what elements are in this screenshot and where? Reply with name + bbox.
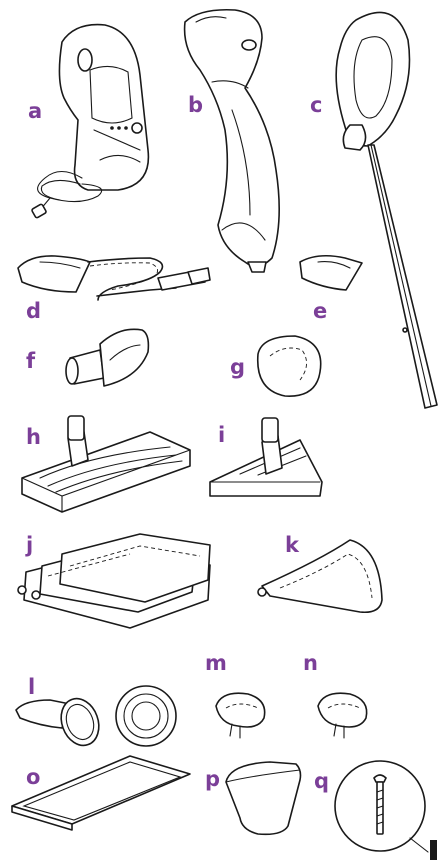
label-q: q: [314, 769, 329, 793]
label-f: f: [26, 349, 36, 373]
label-i: i: [218, 423, 225, 447]
part-b-handheld-grip: [185, 10, 280, 272]
label-k: k: [285, 533, 300, 557]
part-l-brush-attachments: [16, 686, 176, 751]
part-h-rectangle-mop-head: [22, 416, 190, 512]
label-n: n: [303, 651, 318, 675]
label-d: d: [26, 299, 41, 323]
part-e-small-nozzle: [300, 256, 362, 290]
label-a: a: [28, 99, 42, 123]
label-c: c: [310, 93, 322, 117]
part-i-triangle-mop-head: [210, 418, 322, 496]
part-m-bonnet: [216, 693, 265, 738]
part-c-extension-wand: [336, 12, 437, 408]
part-a-steam-unit: [31, 25, 148, 219]
label-g: g: [230, 355, 245, 379]
label-p: p: [205, 767, 220, 791]
label-j: j: [25, 533, 33, 557]
part-d-flexible-hose: [18, 256, 210, 300]
part-q-screw: [335, 761, 437, 860]
label-l: l: [28, 675, 35, 699]
part-f-triangle-attachment: [66, 329, 148, 386]
label-o: o: [26, 765, 40, 789]
part-k-triangle-pad: [258, 540, 382, 612]
part-j-rectangle-pads: [18, 534, 210, 628]
label-m: m: [205, 651, 227, 675]
part-p-measuring-cup: [226, 762, 301, 834]
part-n-bonnet: [318, 693, 367, 738]
label-h: h: [26, 425, 41, 449]
label-b: b: [188, 93, 203, 117]
label-e: e: [313, 299, 327, 323]
part-g-scrub-pad: [258, 336, 321, 396]
